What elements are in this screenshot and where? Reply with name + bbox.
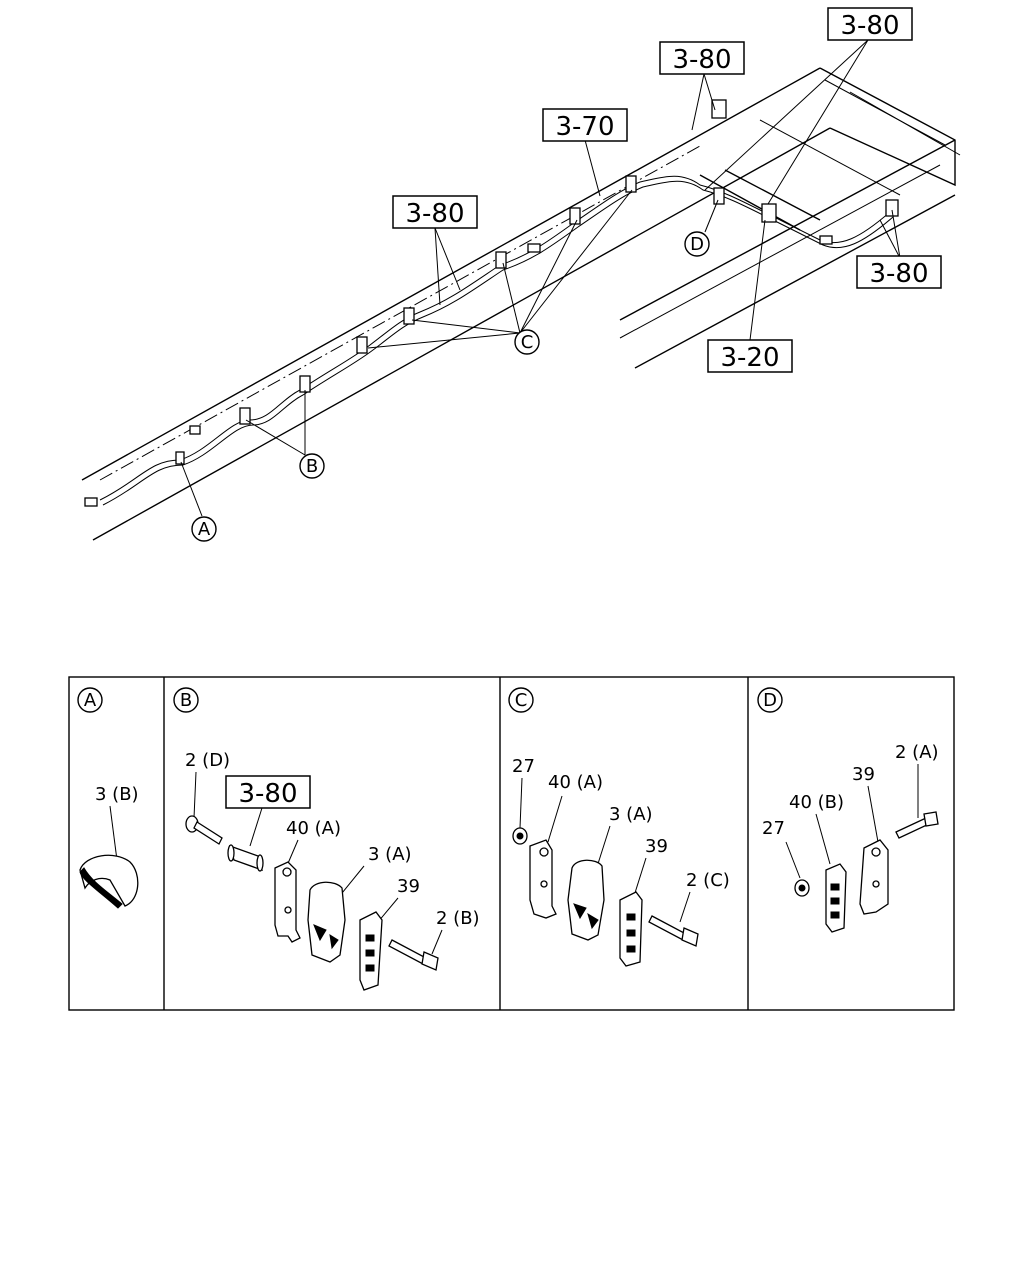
- ref-label-3-80-right: 3-80: [856, 255, 942, 289]
- panel-b: B 2 (D) 3-80 40 (A) 3 (A) 39 2 (B): [173, 687, 480, 991]
- detail-marker-a: A: [191, 516, 217, 542]
- label-2b: 2 (B): [436, 908, 480, 929]
- nut-part-27-d: [794, 879, 810, 897]
- svg-text:3-80: 3-80: [840, 11, 899, 41]
- label-2a: 2 (A): [895, 742, 939, 763]
- bracket-part-40a: [274, 861, 301, 943]
- svg-text:3-80: 3-80: [405, 199, 464, 229]
- label-27: 27: [512, 756, 535, 777]
- leader-lines: [180, 39, 901, 517]
- svg-text:3-20: 3-20: [720, 343, 779, 373]
- panel-b-marker: B: [173, 687, 199, 713]
- label-39: 39: [397, 876, 420, 897]
- svg-text:B: B: [180, 690, 192, 711]
- detail-panels-frame: [68, 676, 955, 1011]
- svg-text:D: D: [763, 690, 777, 711]
- panel-a-marker: A: [77, 687, 103, 713]
- svg-text:A: A: [84, 690, 97, 711]
- svg-text:3-80: 3-80: [869, 259, 928, 289]
- bracket-part-39-d: [859, 839, 889, 915]
- ref-label-3-80-upper: 3-80: [659, 41, 745, 75]
- bracket-part-40b: [825, 863, 847, 933]
- detail-marker-d: D: [684, 231, 710, 257]
- panel-d: D 2 (A) 39 40 (B) 27: [757, 687, 939, 933]
- ref-label-3-80-detail: 3-80: [225, 775, 311, 809]
- bracket-part-39-c: [619, 891, 643, 967]
- ref-label-3-20: 3-20: [707, 339, 793, 373]
- svg-text:C: C: [521, 332, 534, 353]
- panel-c: C 27 40 (A) 3 (A) 39 2 (C): [508, 687, 730, 967]
- svg-text:A: A: [198, 519, 211, 540]
- bolt-part-2b: [388, 939, 439, 971]
- frame-rails: [81, 67, 961, 541]
- panel-a: A 3 (B): [77, 687, 139, 909]
- svg-text:3-70: 3-70: [555, 112, 614, 142]
- label-40a: 40 (A): [286, 818, 341, 839]
- label-3a-c: 3 (A): [609, 804, 653, 825]
- ref-label-3-80-left: 3-80: [392, 195, 478, 229]
- rail-clips: [84, 99, 899, 507]
- panel-d-marker: D: [757, 687, 783, 713]
- svg-text:3-80: 3-80: [672, 45, 731, 75]
- svg-text:D: D: [690, 234, 704, 255]
- detail-marker-b: B: [299, 453, 325, 479]
- svg-text:C: C: [515, 690, 528, 711]
- label-3b: 3 (B): [95, 784, 139, 805]
- label-27-d: 27: [762, 818, 785, 839]
- svg-text:3-80: 3-80: [238, 779, 297, 809]
- sleeve-part: [227, 844, 264, 872]
- label-39-d: 39: [852, 764, 875, 785]
- panel-c-marker: C: [508, 687, 534, 713]
- ref-label-3-70: 3-70: [542, 108, 628, 142]
- label-2c: 2 (C): [686, 870, 730, 891]
- ref-label-3-80-top: 3-80: [827, 7, 913, 41]
- bolt-part-2a: [895, 811, 939, 839]
- bolt-part-2d: [185, 815, 223, 845]
- svg-text:B: B: [306, 456, 318, 477]
- bracket-part-40a-c: [529, 839, 557, 919]
- clamp-part-3a-c: [567, 859, 605, 941]
- grommet-part: [79, 854, 139, 909]
- bracket-part-39: [359, 911, 383, 991]
- label-39-c: 39: [645, 836, 668, 857]
- bolt-part-2c: [648, 915, 699, 947]
- nut-part-27-c: [512, 827, 528, 845]
- label-2d: 2 (D): [185, 750, 230, 771]
- detail-marker-c: C: [514, 329, 540, 355]
- clamp-part-3a: [307, 881, 346, 963]
- label-40a-c: 40 (A): [548, 772, 603, 793]
- label-40b: 40 (B): [789, 792, 844, 813]
- label-3a: 3 (A): [368, 844, 412, 865]
